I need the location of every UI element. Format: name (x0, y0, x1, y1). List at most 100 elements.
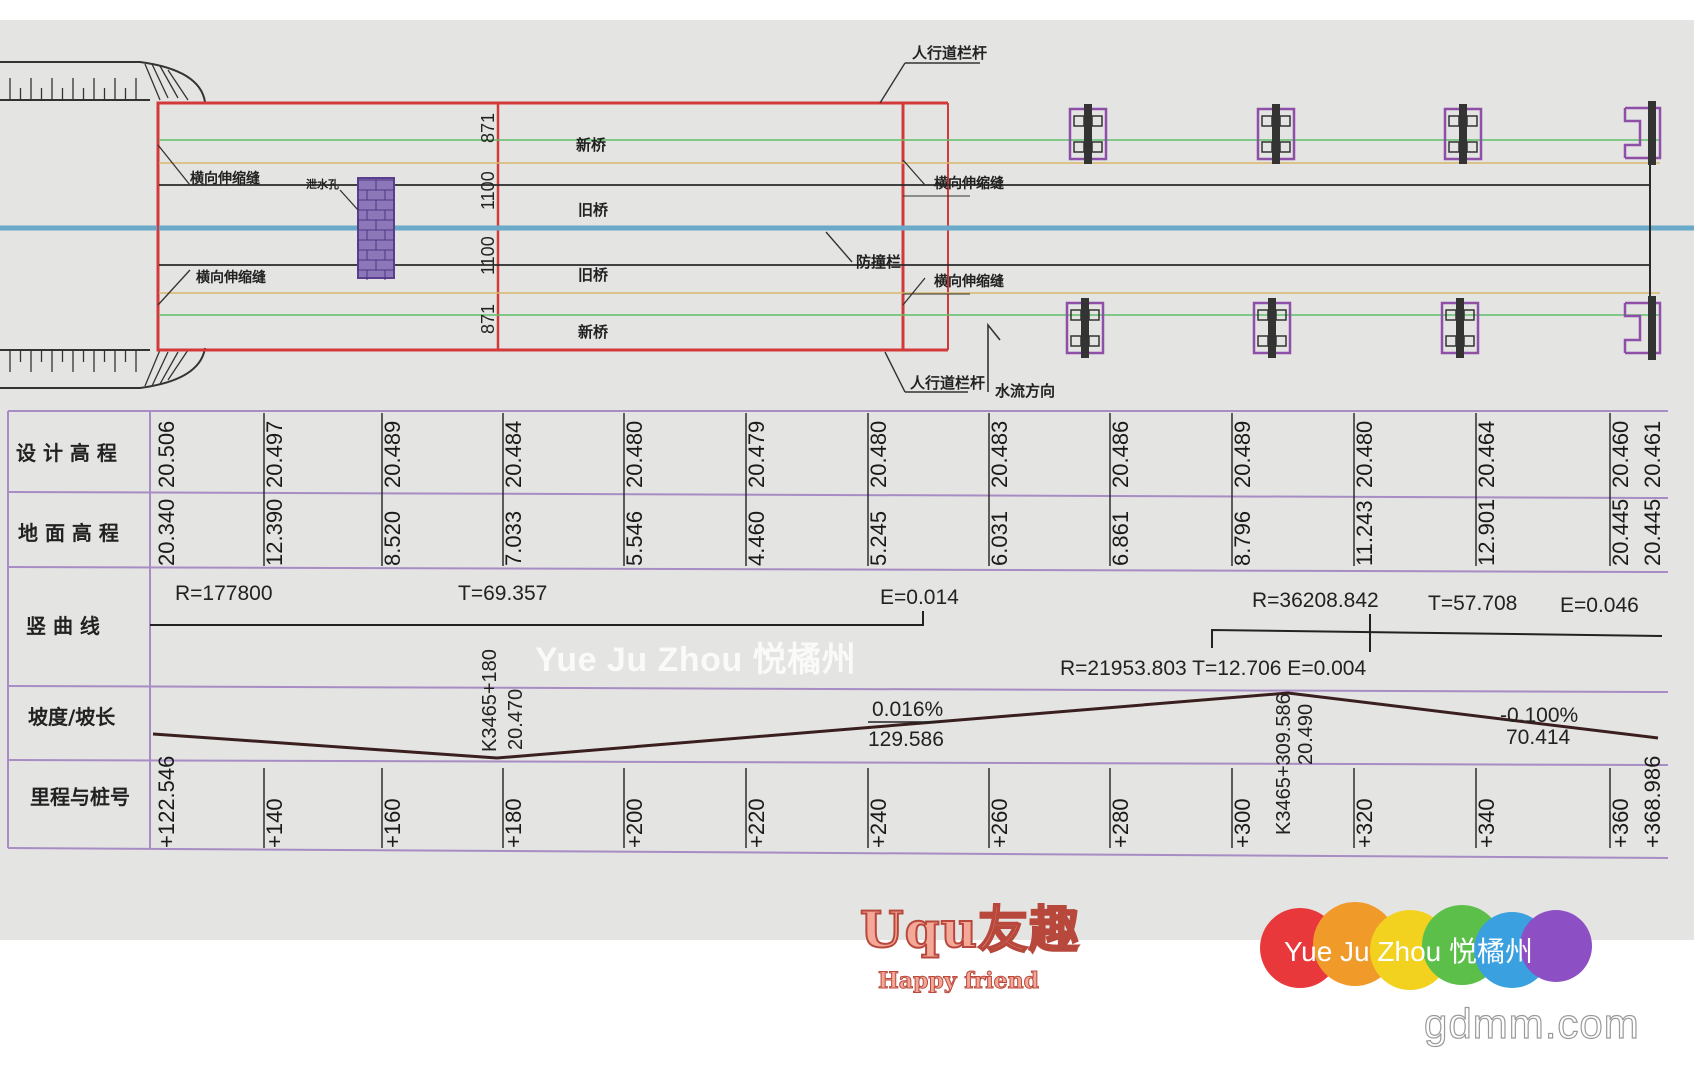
chainage-value: +300 (1230, 798, 1255, 848)
ground-elevation-value: 8.796 (1230, 511, 1255, 566)
chainage-value: +280 (1108, 798, 1133, 848)
ground-elevation-value: 6.031 (987, 511, 1012, 566)
pier-pile (1279, 141, 1291, 153)
pier-pile (1279, 115, 1291, 127)
pier (1443, 104, 1483, 164)
pier-column (1456, 298, 1464, 358)
row-labels: 设 计 高 程 地 面 高 程 竖 曲 线 坡度/坡长 里程与桩号 (16, 441, 130, 809)
pier (1252, 298, 1292, 358)
design-elevation-value: 20.461 (1640, 421, 1665, 488)
old-bridge-label-bottom: 旧桥 (578, 266, 609, 284)
pier-pile (1466, 141, 1478, 153)
chainage-value: +320 (1352, 798, 1377, 848)
design-elevation-value: 20.483 (987, 421, 1012, 488)
pier-pile (1088, 309, 1100, 321)
pier (1440, 298, 1480, 358)
expansion-joint-label-3: 横向伸缩缝 (934, 175, 1004, 192)
abutment-left (0, 61, 206, 389)
pier-column (1084, 104, 1092, 164)
pier-pile (1088, 335, 1100, 347)
expansion-joint-label-1: 横向伸缩缝 (190, 170, 260, 187)
chainage-value: +368.986 (1640, 756, 1665, 848)
expansion-joint-label-4: 横向伸缩缝 (934, 273, 1004, 290)
abutment-wall (1648, 101, 1656, 165)
vcurve2-tangent: T=57.708 (1428, 592, 1517, 615)
pier-pile (1091, 141, 1103, 153)
pier-column (1268, 298, 1276, 358)
ground-elevation-value: 20.445 (1640, 499, 1665, 566)
ground-elevation-value: 6.861 (1108, 511, 1133, 566)
ground-elevation-value: 12.390 (262, 499, 287, 566)
end-abutment (1623, 296, 1662, 360)
design-elevation-value: 20.480 (622, 421, 647, 488)
guardrail-label-bottom: 人行道栏杆 (910, 374, 985, 392)
chainage-value: +122.546 (154, 756, 179, 848)
pier-pile (1261, 115, 1273, 127)
chainage-value: +260 (987, 798, 1012, 848)
abutment-bracket (1623, 301, 1662, 355)
vcurve1-external: E=0.014 (880, 586, 959, 609)
chainage-value: +220 (744, 798, 769, 848)
pier-column (1459, 104, 1467, 164)
pier-column (1272, 104, 1280, 164)
pier-group (1065, 101, 1662, 360)
pvi1-station: K3465+180 (479, 649, 501, 752)
pvi1-elevation: 20.470 (505, 689, 527, 750)
width-871-top: 871 (478, 113, 498, 143)
pier (1068, 104, 1108, 164)
water-flow-label: 水流方向 (995, 382, 1055, 400)
chainage-values: +122.546+140+160+180+200+220+240+260+280… (154, 756, 1665, 848)
chainage-value: +240 (866, 798, 891, 848)
pier-pile (1091, 115, 1103, 127)
pier-pile (1463, 309, 1475, 321)
abutment-wall (1648, 296, 1656, 360)
ground-elevation-value: 5.546 (622, 511, 647, 566)
pier-pile (1261, 141, 1273, 153)
watermark: Yue Ju Zhou 悦橘州 (535, 641, 857, 679)
guardrail-label-top: 人行道栏杆 (912, 44, 987, 62)
pier-pile (1070, 309, 1082, 321)
plan-view: 泄水孔 横向伸缩缝 横向伸缩缝 横向伸缩缝 横向伸缩缝 新桥 旧桥 旧桥 新桥 … (0, 44, 1694, 400)
pier-pile (1257, 335, 1269, 347)
pvi2-station: K3465+309.586 (1273, 693, 1295, 835)
barrier-label: 防撞栏 (856, 253, 901, 271)
ground-elevation-value: 11.243 (1352, 500, 1377, 566)
pier-pile (1445, 335, 1457, 347)
pier-pile (1073, 141, 1085, 153)
chainage-value: +160 (380, 798, 405, 848)
ground-elevation-value: 4.460 (744, 511, 769, 566)
old-bridge-label-top: 旧桥 (578, 201, 609, 219)
vcurve1-radius: R=177800 (175, 582, 273, 605)
uqu-logo-subtitle: Happy friend (877, 968, 1040, 995)
badge-background (1260, 902, 1592, 990)
chainage-value: +180 (501, 798, 526, 848)
new-bridge-label-top: 新桥 (576, 136, 607, 154)
abutment-bracket (1623, 106, 1662, 160)
ground-elevation-value: 8.520 (380, 511, 405, 566)
pier-pile (1463, 335, 1475, 347)
pier-pile (1257, 309, 1269, 321)
drain-label: 泄水孔 (306, 177, 339, 191)
vertical-curve-row: R=177800 T=69.357 E=0.014 R=36208.842 T=… (150, 582, 1663, 680)
uqu-logo: Uqu友趣 (859, 899, 1080, 960)
ground-elevation-value: 7.033 (501, 511, 526, 566)
pier-pile (1445, 309, 1457, 321)
expansion-joint-label-2: 横向伸缩缝 (196, 269, 266, 286)
profile-table: 设 计 高 程 地 面 高 程 竖 曲 线 坡度/坡长 里程与桩号 20.506… (7, 410, 1669, 859)
vcurve2-radius: R=36208.842 (1252, 589, 1379, 612)
grade-label: 坡度/坡长 (28, 705, 116, 729)
end-abutment (1623, 101, 1662, 165)
paper-sheet (0, 20, 1694, 940)
new-bridge-label-bottom: 新桥 (578, 323, 609, 341)
pier-pile (1448, 141, 1460, 153)
pier-column (1081, 298, 1089, 358)
chainage-value: +360 (1608, 798, 1633, 848)
chainage-value: +140 (262, 798, 287, 848)
design-elevation-value: 20.486 (1108, 421, 1133, 488)
ground-elevation-label: 地 面 高 程 (18, 521, 119, 545)
pier-pile (1448, 115, 1460, 127)
chainage-label: 里程与桩号 (30, 785, 130, 809)
